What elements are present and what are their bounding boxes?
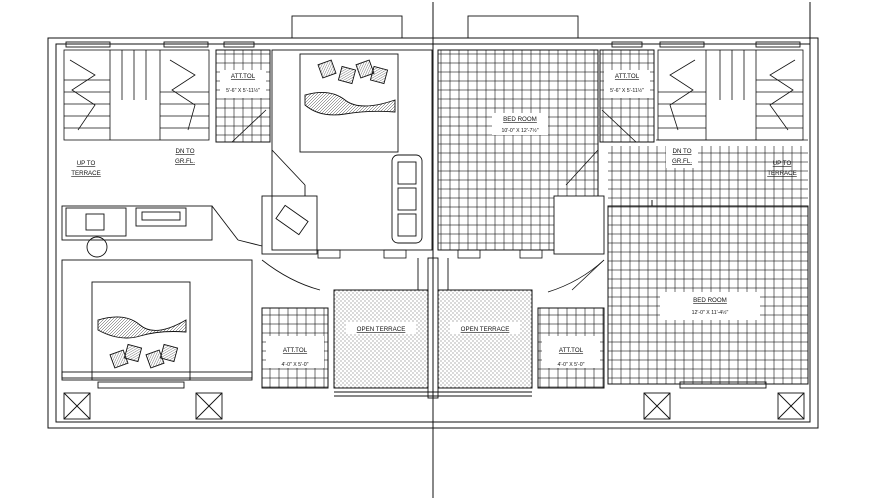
bed-bottom-left [91, 281, 191, 381]
bedroom-top-right [437, 49, 808, 255]
label-dn-to-left-1: DN TO [175, 148, 194, 155]
label-up-to-right-1: UP TO [773, 160, 792, 167]
label-bed-room-right: BED ROOM [693, 297, 727, 304]
label-up-to-right-2: TERRACE [767, 170, 797, 177]
label-dn-to-right-2: GR.FL. [672, 158, 692, 165]
size-bed-room-right: 12'-0" X 11'-4½" [692, 309, 729, 316]
toilet-top-right [599, 49, 655, 143]
study-desk [261, 195, 318, 255]
label-dn-to-right-1: DN TO [672, 148, 691, 155]
label-open-terrace-right: OPEN TERRACE [461, 326, 510, 333]
size-bed-room-top: 10'-0" X 12'-7½" [501, 127, 538, 134]
label-att-tol-bottom-left: ATT.TOL [283, 347, 308, 354]
label-att-tol-top-left: ATT.TOL [231, 73, 256, 80]
size-att-tol-bottom-left: 4'-0" X 5'-0" [281, 362, 308, 368]
left-staircase [63, 49, 210, 141]
right-staircase [657, 49, 804, 141]
doors [261, 249, 605, 293]
chair-icon [85, 213, 105, 231]
terrace-divider [334, 257, 532, 399]
size-att-tol-bottom-right: 4'-0" X 5'-0" [557, 362, 584, 368]
label-att-tol-bottom-right: ATT.TOL [559, 347, 584, 354]
label-up-to-left-1: UP TO [77, 160, 96, 167]
size-att-tol-top-right: 5'-6" X 5'-11½" [610, 87, 644, 94]
label-bed-room-top: BED ROOM [503, 116, 537, 123]
bedroom-bottom-right [571, 200, 809, 385]
shafts [63, 381, 805, 420]
stool-icon [86, 236, 108, 258]
label-att-tol-top-right: ATT.TOL [615, 73, 640, 80]
toilet-bottom-left [261, 307, 329, 389]
bed-top-left [299, 53, 399, 153]
toilet-bottom-right [537, 307, 605, 389]
room-labels: ATT.TOL 5'-6" X 5'-11½" ATT.TOL 5'-6" X … [71, 73, 797, 368]
size-att-tol-top-left: 5'-6" X 5'-11½" [226, 87, 260, 94]
left-study [61, 205, 263, 258]
label-open-terrace-left: OPEN TERRACE [357, 326, 406, 333]
bedroom-bottom-left [61, 259, 253, 381]
open-terrace-right [437, 289, 533, 389]
bedroom-top-left [261, 49, 433, 255]
toilet-top-left [215, 49, 271, 143]
top-windows [65, 15, 801, 48]
outer-walls [47, 2, 819, 498]
label-up-to-left-2: TERRACE [71, 170, 101, 177]
sofa [391, 154, 423, 244]
open-terrace-left [333, 289, 429, 389]
label-dn-to-left-2: GR.FL. [175, 158, 195, 165]
